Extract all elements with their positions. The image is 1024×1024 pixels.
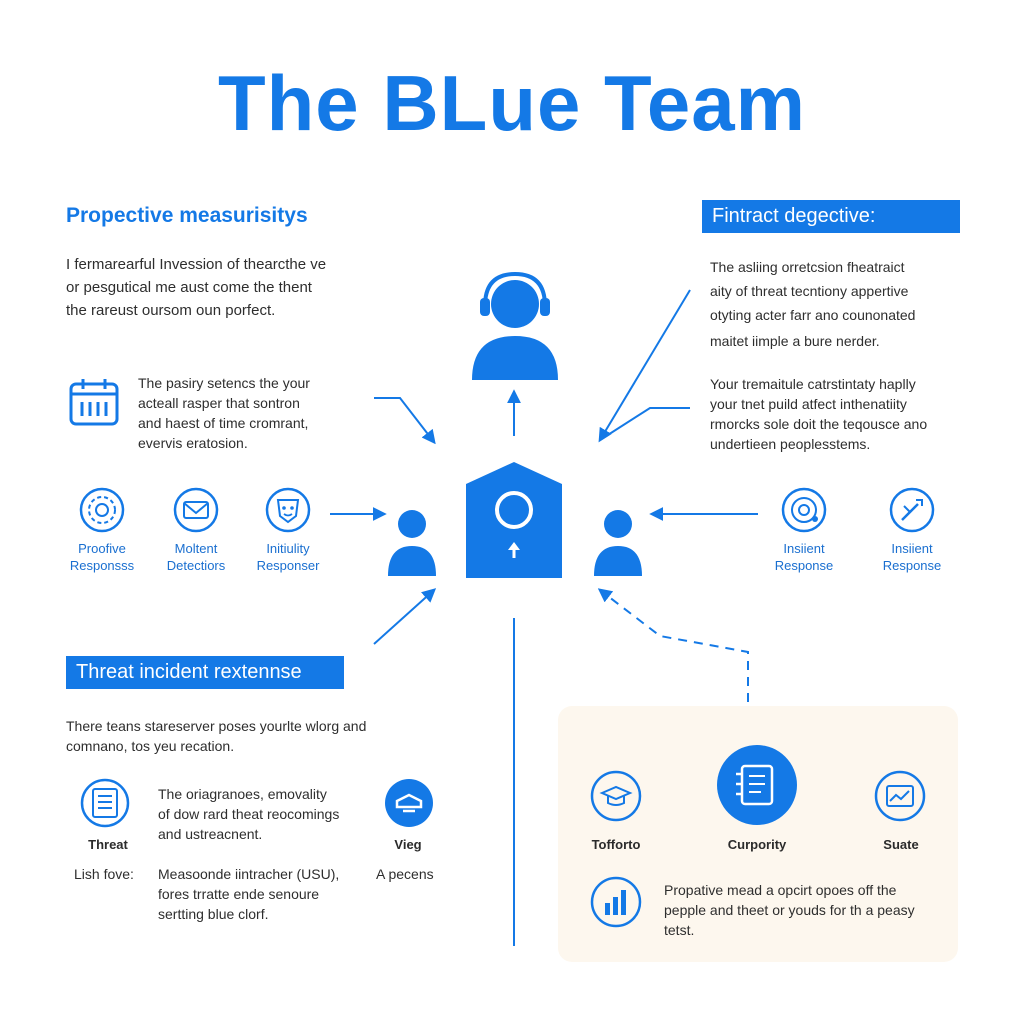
right-heading: Fintract degective: xyxy=(702,200,960,233)
arrow-top-left xyxy=(374,397,436,445)
threat-list-text: The oriagranoes, emovality of dow rard t… xyxy=(158,786,340,842)
icon-label: Insiient Response xyxy=(882,541,942,573)
person-right-icon xyxy=(592,508,644,576)
page-title: The BLue Team xyxy=(218,59,806,147)
envelope-icon xyxy=(158,484,234,536)
arrow-top-right-long xyxy=(598,289,691,443)
apecens-label: A pecens xyxy=(376,866,434,882)
headset-user-icon xyxy=(468,270,562,382)
left-heading: Propective measurisitys xyxy=(66,204,308,227)
right-icon-item-1: Insiient Response xyxy=(766,484,842,574)
right-para-2: Your tremaitule catrstintaty haplly your… xyxy=(710,376,928,452)
gear-shield-icon xyxy=(66,484,138,536)
vieg-label: Vieg xyxy=(394,837,422,852)
panel-item-label-1: Tofforto xyxy=(591,837,641,852)
icon-label: Initiulity Responser xyxy=(256,541,320,573)
arrow-top-right-short xyxy=(599,407,690,441)
panel-item-label-3: Suate xyxy=(883,837,919,852)
lish-label: Lish fove: xyxy=(74,866,134,882)
icon-label: Insiient Response xyxy=(774,541,834,573)
icon-label: Moltent Detectiors xyxy=(166,541,226,573)
left-intro: I fermarearful Invession of thearcthe ve… xyxy=(66,256,327,319)
notebook-icon xyxy=(716,744,798,826)
icon-label: Proofive Responsss xyxy=(69,541,135,573)
router-icon xyxy=(382,776,436,830)
right-para-1: The asliing orretcsion fheatraict aity o… xyxy=(710,259,916,349)
person-left-icon xyxy=(386,508,438,576)
shield-lock-icon xyxy=(466,462,562,578)
threat-bottom-text: Measoonde iintracher (USU), fores trratt… xyxy=(158,866,340,922)
shield-face-icon xyxy=(250,484,326,536)
left-icon-item-proofive: Proofive Responsss xyxy=(66,484,138,574)
panel-item-label-2: Curpority xyxy=(727,837,787,852)
left-icon-item-moltent: Moltent Detectiors xyxy=(158,484,234,574)
threat-label: Threat xyxy=(88,837,128,852)
graduation-cap-icon xyxy=(588,768,644,824)
threat-intro: There teans stareserver poses yourlte wl… xyxy=(66,718,367,754)
arrow-dashed-panel xyxy=(597,588,749,702)
calendar-icon xyxy=(66,374,122,430)
left-icon-item-initiulity: Initiulity Responser xyxy=(250,484,326,574)
calendar-text: The pasiry setencs the your acteall rasp… xyxy=(138,375,310,451)
line-chart-icon xyxy=(872,768,928,824)
arrow-bottom-left xyxy=(373,588,437,645)
checklist-icon xyxy=(78,776,132,830)
target-icon xyxy=(766,484,842,536)
bar-chart-icon xyxy=(588,874,644,930)
threat-heading: Threat incident rextennse xyxy=(66,656,344,689)
right-icon-item-2: Insiient Response xyxy=(872,484,952,574)
panel-text: Propative mead a opcirt opoes off the pe… xyxy=(664,882,915,938)
tools-icon xyxy=(872,484,952,536)
